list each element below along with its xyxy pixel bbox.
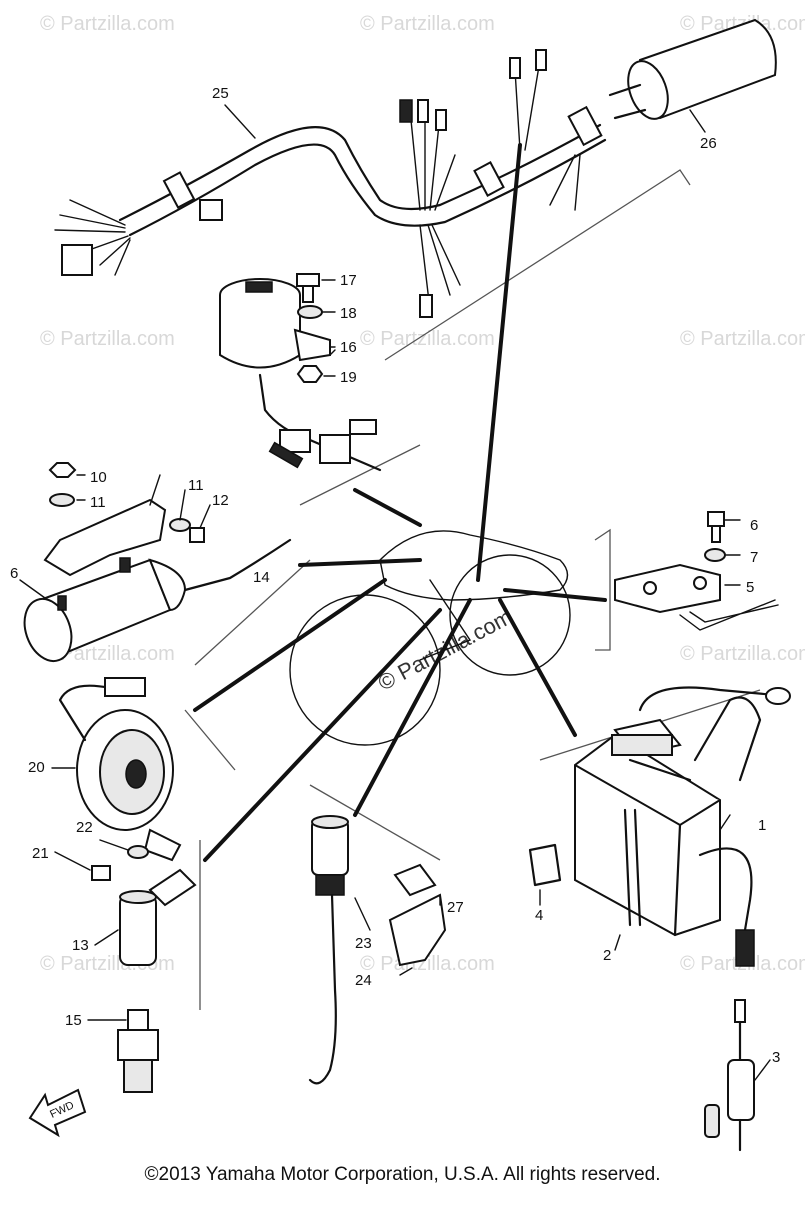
callout-19: 19 [340,369,357,386]
watermark: © Partzilla.com [680,643,805,665]
callout-7: 7 [750,549,758,566]
callout-5: 5 [746,579,754,596]
callout-11-right: 11 [188,477,204,494]
callout-2: 2 [603,947,611,964]
callout-12: 12 [212,492,229,509]
callout-11-left: 11 [90,494,106,511]
callout-18: 18 [340,305,357,322]
starter-motor-8 [19,538,292,662]
callout-26: 26 [700,135,717,152]
callout-21: 21 [32,845,49,862]
fwd-arrow: FWD [28,1088,87,1138]
switch-group-23-27 [308,815,447,1085]
callout-22: 22 [76,819,93,836]
callout-15: 15 [65,1012,82,1029]
callouts: 1 2 3 4 5 6 6 7 10 11 11 12 13 14 15 16 … [10,85,780,1066]
callout-4: 4 [535,907,543,924]
motorcycle-outline [289,530,571,746]
callout-25: 25 [212,85,229,102]
callout-10: 10 [90,469,107,486]
magneto-20 [51,677,182,862]
callout-24: 24 [355,972,372,989]
watermark: © Partzilla.com [360,13,495,35]
spark-plug-13-15 [87,868,197,1093]
callout-14: 14 [253,569,270,586]
leader-lines [193,143,607,862]
fastener-group-17-19 [296,273,336,383]
watermark: © Partzilla.com [360,328,495,350]
callout-13: 13 [72,937,89,954]
callout-20: 20 [28,759,45,776]
ignition-switch-16 [219,278,382,472]
screw-group-21-22 [54,839,149,881]
watermark: © Partzilla.com [40,13,175,35]
callout-27: 27 [447,899,464,916]
callout-17: 17 [340,272,357,289]
callout-6-rectifier: 6 [750,517,758,534]
fuse-holder-3 [704,999,771,1152]
watermark: © Partzilla.com [680,328,805,350]
wire-harness-25 [54,49,607,318]
tube-26 [608,18,777,133]
watermark: © Partzilla.com [40,328,175,350]
battery-1 [528,686,791,967]
bracket-group-9-12 [43,462,211,577]
copyright-footer: ©2013 Yamaha Motor Corporation, U.S.A. A… [144,1164,661,1185]
callout-16: 16 [340,339,357,356]
rectifier-5 [614,511,779,631]
callout-23: 23 [355,935,372,952]
callout-1: 1 [758,817,766,834]
watermark: © Partzilla.com [360,953,495,975]
callout-6-starter: 6 [10,565,18,582]
callout-3: 3 [772,1049,780,1066]
